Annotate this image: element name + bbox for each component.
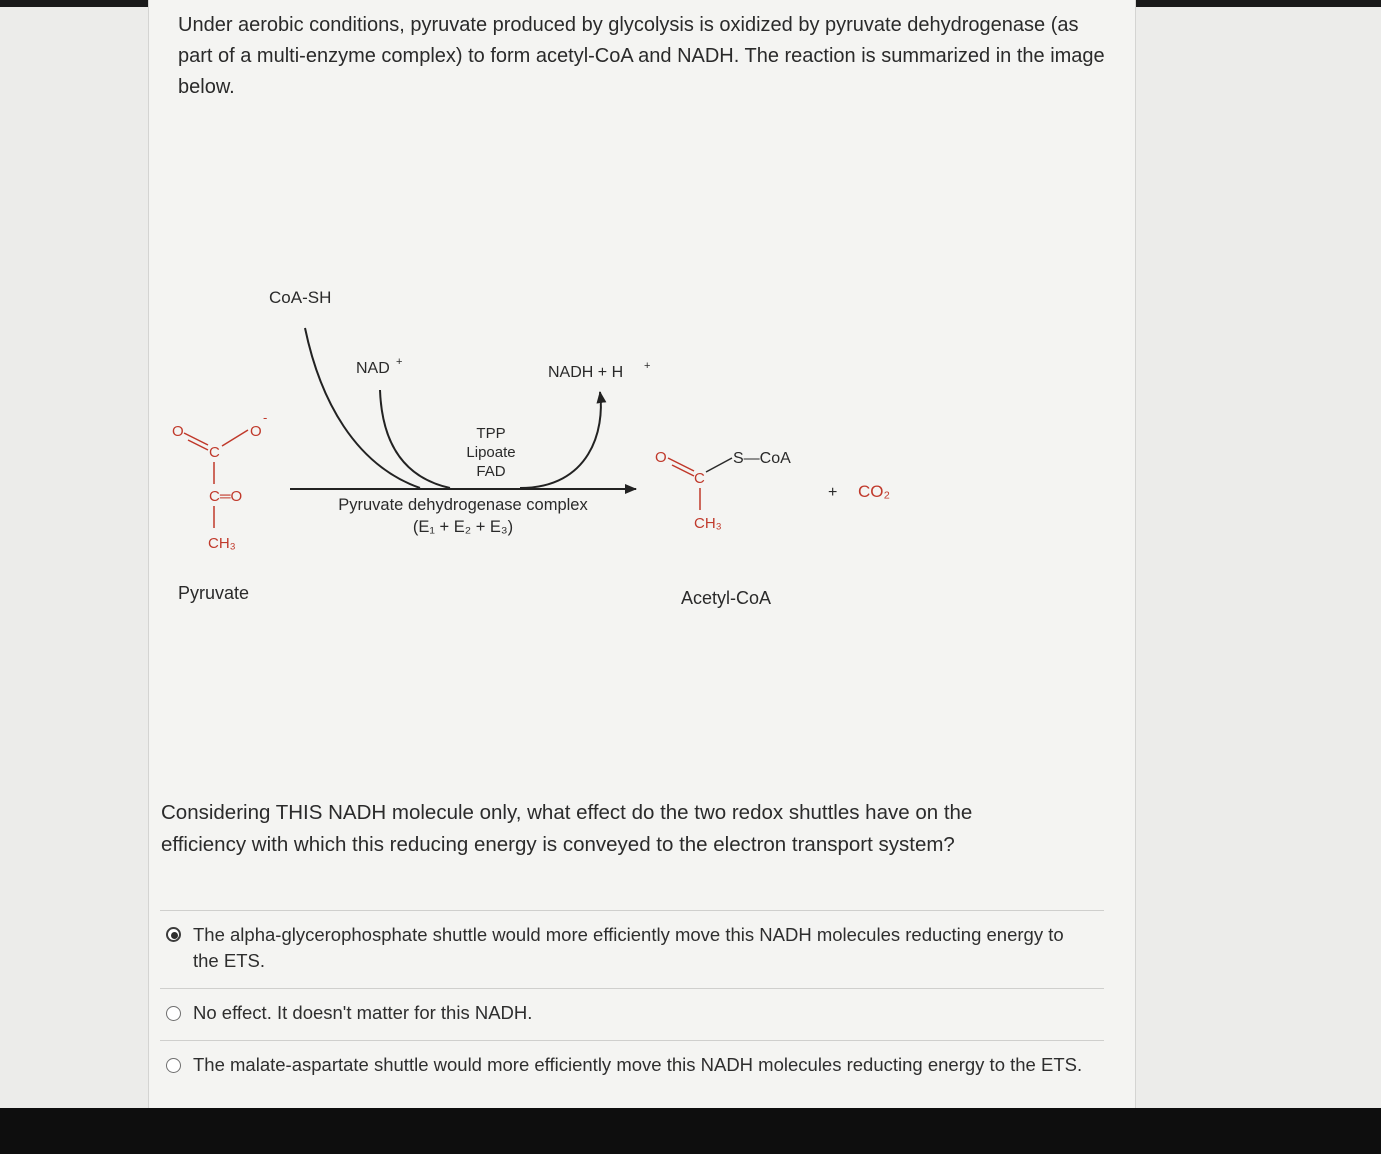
pyruvate-structure: O O - C C═O CH₃ (172, 410, 267, 552)
cofactor-tpp: TPP (476, 425, 505, 442)
answer-option-alpha-glycerophosphate[interactable]: The alpha-glycerophosphate shuttle would… (160, 922, 1090, 978)
pyruvate-o1: O (172, 423, 184, 440)
cofactor-lipoate: Lipoate (466, 444, 515, 461)
co2-plus: + (828, 484, 837, 501)
pyruvate-o2-charge: - (263, 410, 267, 425)
acetyl-methyl: CH₃ (694, 515, 722, 532)
divider (160, 910, 1104, 911)
answer-option-no-effect[interactable]: No effect. It doesn't matter for this NA… (160, 1000, 1090, 1030)
acetyl-c: C (694, 470, 705, 487)
nadh-label: NADH + H + (548, 360, 650, 381)
nad-label: NAD + (356, 356, 402, 377)
pyruvate-carbonyl: C═O (209, 488, 242, 505)
radio-button[interactable] (166, 1058, 181, 1073)
pyruvate-name: Pyruvate (178, 583, 249, 603)
pyruvate-c1: C (209, 444, 220, 461)
nad-charge: + (396, 356, 402, 368)
coa-sh-label: CoA-SH (269, 288, 331, 307)
radio-button[interactable] (166, 1006, 181, 1021)
divider (160, 988, 1104, 989)
pyruvate-o2: O (250, 423, 262, 440)
acetyl-s-coa: S—CoA (733, 450, 791, 467)
intro-text: Under aerobic conditions, pyruvate produ… (178, 14, 1105, 98)
co2-label: CO₂ (858, 482, 890, 501)
screen: Under aerobic conditions, pyruvate produ… (0, 0, 1381, 1108)
cofactor-fad: FAD (476, 463, 505, 480)
coa-sh-curve (304, 327, 421, 489)
option-label: The alpha-glycerophosphate shuttle would… (193, 924, 1064, 971)
acetyl-coa-name: Acetyl-CoA (681, 588, 771, 608)
question-text: Considering THIS NADH molecule only, wha… (161, 801, 973, 856)
radio-button-selected[interactable] (166, 927, 181, 942)
pyruvate-methyl: CH₃ (208, 535, 236, 552)
nadh-curve (519, 391, 607, 489)
option-label: The malate-aspartate shuttle would more … (193, 1054, 1083, 1075)
acetyl-coa-structure: O C CH₃ S—CoA (655, 449, 791, 532)
svg-text:NAD: NAD (356, 360, 390, 377)
divider (160, 1040, 1104, 1041)
monitor-bezel (0, 1108, 1381, 1154)
answer-option-malate-aspartate[interactable]: The malate-aspartate shuttle would more … (160, 1052, 1090, 1108)
reaction-diagram: O O - C C═O CH₃ CoA-SH NAD + NADH + H + (172, 288, 890, 608)
nadh-charge: + (644, 360, 650, 372)
nad-curve (379, 389, 451, 489)
content-panel (148, 0, 1136, 1108)
enzyme-name: Pyruvate dehydrogenase complex (338, 496, 588, 514)
enzyme-subunits: (E₁ + E₂ + E₃) (413, 518, 513, 536)
svg-text:NADH + H: NADH + H (548, 364, 623, 381)
option-label: No effect. It doesn't matter for this NA… (193, 1002, 533, 1023)
acetyl-o: O (655, 449, 667, 466)
